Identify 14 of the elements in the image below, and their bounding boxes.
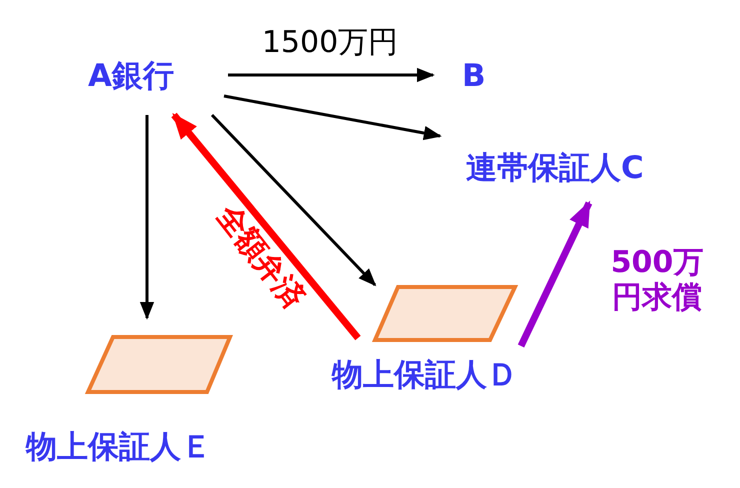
arrow xyxy=(224,94,442,140)
arrow xyxy=(228,68,435,82)
edge-label: 1500万円 xyxy=(260,26,400,60)
arrow xyxy=(210,114,376,286)
arrow xyxy=(140,115,154,320)
party-label: B xyxy=(462,61,486,92)
party-label: A銀行 xyxy=(88,61,174,92)
arrow xyxy=(171,112,361,340)
party-label: 物上保証人Ｅ xyxy=(26,432,212,463)
arrow xyxy=(518,200,592,348)
party-label: 物上保証人Ｄ xyxy=(332,360,518,391)
party-label: 連帯保証人C xyxy=(466,153,644,184)
edge-label: 500万円求償 xyxy=(610,246,704,315)
edge-label: 全額弁済 xyxy=(208,198,312,317)
